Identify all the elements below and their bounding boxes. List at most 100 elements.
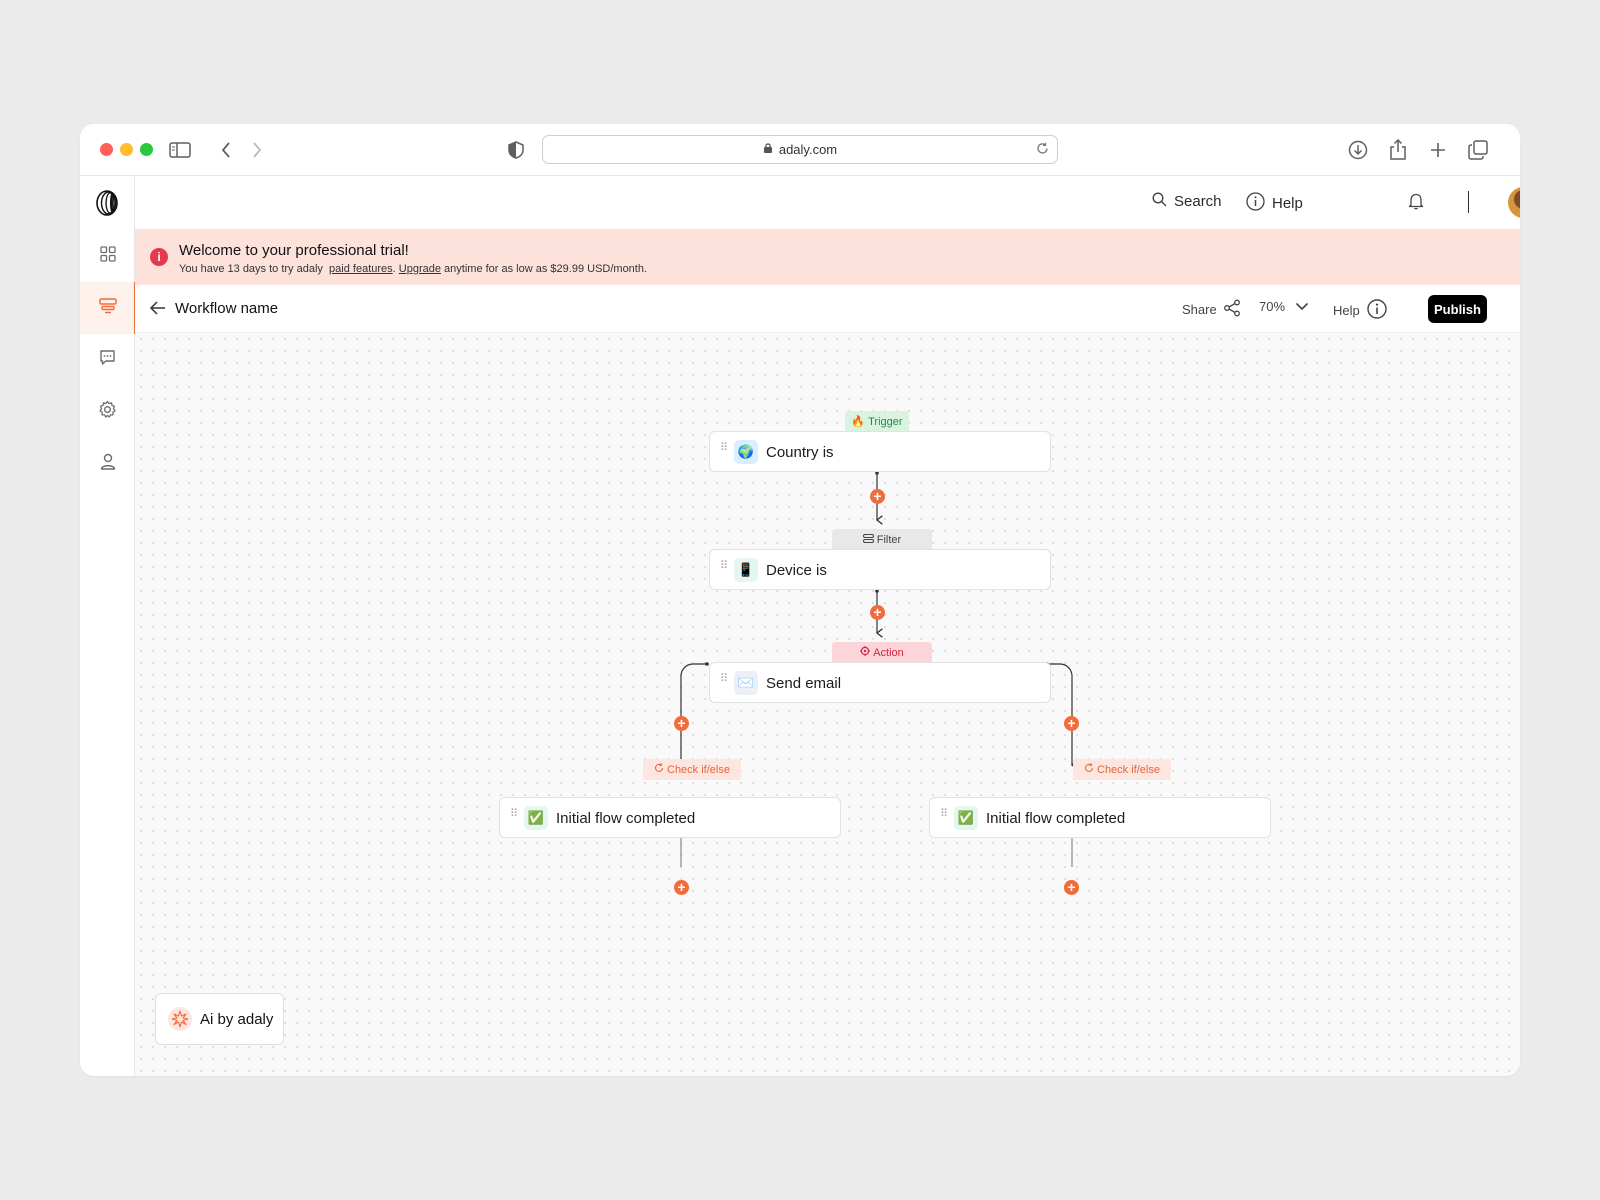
share-button[interactable]: Share xyxy=(1182,299,1241,320)
tabs-overview-icon[interactable] xyxy=(1466,138,1490,162)
drag-handle-icon[interactable]: ⠿ xyxy=(940,808,948,820)
filter-tag-label: Filter xyxy=(876,533,902,546)
ai-button-label: Ai by adaly xyxy=(200,1010,274,1028)
info-icon xyxy=(1367,299,1387,322)
checkmark-icon: ✅ xyxy=(954,806,978,830)
add-step-button[interactable]: + xyxy=(870,489,885,504)
add-step-button[interactable]: + xyxy=(674,716,689,731)
node-label: Initial flow completed xyxy=(986,810,1126,827)
zoom-select[interactable]: 70% xyxy=(1259,299,1309,314)
workflow-help-label: Help xyxy=(1333,303,1360,318)
drag-handle-icon[interactable]: ⠿ xyxy=(510,808,518,820)
adaly-logo[interactable] xyxy=(94,188,120,218)
avatar[interactable] xyxy=(1508,187,1520,218)
browser-toolbar: adaly.com xyxy=(80,124,1520,176)
help-label: Help xyxy=(1272,195,1303,212)
refresh-icon xyxy=(654,763,664,776)
zoom-value: 70% xyxy=(1259,299,1286,314)
add-step-button[interactable]: + xyxy=(1064,880,1079,895)
download-icon[interactable] xyxy=(1346,138,1370,162)
share-nodes-icon xyxy=(1223,299,1241,320)
address-bar[interactable]: adaly.com xyxy=(542,135,1058,164)
alert-icon: i xyxy=(150,248,168,266)
back-arrow-icon[interactable] xyxy=(149,300,167,321)
workflow-icon xyxy=(98,297,117,319)
workflow-title[interactable]: Workflow name xyxy=(175,300,279,317)
lock-icon xyxy=(763,142,773,157)
workflow-node-initial-flow-left[interactable]: ⠿ ✅ Initial flow completed xyxy=(499,797,841,838)
drag-handle-icon[interactable]: ⠿ xyxy=(720,560,728,572)
node-label: Device is xyxy=(766,562,827,579)
sidebar-item-workflows[interactable] xyxy=(80,282,136,334)
help-button[interactable]: Help xyxy=(1246,192,1303,215)
node-label: Initial flow completed xyxy=(556,810,696,827)
add-step-button[interactable]: + xyxy=(1064,716,1079,731)
shield-icon[interactable] xyxy=(504,138,528,162)
new-tab-icon[interactable] xyxy=(1426,138,1450,162)
chat-icon xyxy=(99,349,116,371)
chevron-down-icon xyxy=(1295,299,1309,314)
node-label: Send email xyxy=(766,675,842,692)
trial-banner: i Welcome to your professional trial! Yo… xyxy=(135,229,1520,285)
sidebar-item-dashboard[interactable] xyxy=(80,230,135,282)
sidebar xyxy=(80,176,136,1076)
paid-features-link[interactable]: paid features xyxy=(329,263,393,275)
share-label: Share xyxy=(1182,302,1217,317)
flame-icon: 🔥 xyxy=(851,416,866,428)
target-icon xyxy=(860,646,871,659)
notifications-button[interactable] xyxy=(1408,192,1424,214)
sidebar-item-messages[interactable] xyxy=(80,334,135,386)
check-tag-label: Check if/else xyxy=(667,763,730,776)
share-icon[interactable] xyxy=(1386,138,1410,162)
settings-icon xyxy=(98,400,117,424)
browser-window: adaly.com xyxy=(80,124,1520,1076)
reload-icon[interactable] xyxy=(1036,142,1049,158)
workflow-node-send-email[interactable]: ⠿ ✉️ Send email xyxy=(709,662,1051,703)
check-tag: Check if/else xyxy=(643,759,741,780)
banner-sub-separator: . xyxy=(392,263,396,275)
trigger-tag-label: Trigger xyxy=(868,415,903,428)
sidebar-toggle-icon[interactable] xyxy=(168,138,192,162)
forward-arrow-icon[interactable] xyxy=(245,138,269,162)
refresh-icon xyxy=(1084,763,1094,776)
close-window-button[interactable] xyxy=(100,143,113,156)
search-button[interactable]: Search xyxy=(1152,192,1222,211)
add-step-button[interactable]: + xyxy=(870,605,885,620)
bell-icon xyxy=(1408,192,1424,214)
publish-button[interactable]: Publish xyxy=(1428,295,1487,323)
header-divider xyxy=(1468,191,1469,213)
drag-handle-icon[interactable]: ⠿ xyxy=(720,673,728,685)
url-text: adaly.com xyxy=(778,142,838,157)
checkmark-icon: ✅ xyxy=(524,806,548,830)
banner-subtitle: You have 13 days to try adaly paid featu… xyxy=(179,263,647,275)
banner-sub-suffix: anytime for as low as $29.99 USD/month. xyxy=(444,263,648,275)
search-icon xyxy=(1152,192,1167,211)
banner-title: Welcome to your professional trial! xyxy=(179,242,409,259)
dashboard-icon xyxy=(99,245,116,267)
node-label: Country is xyxy=(766,444,834,461)
info-icon xyxy=(1246,192,1265,215)
filter-icon xyxy=(862,533,874,546)
check-tag-label: Check if/else xyxy=(1097,763,1160,776)
workflow-help-button[interactable]: Help xyxy=(1333,299,1387,322)
workflow-node-initial-flow-right[interactable]: ⠿ ✅ Initial flow completed xyxy=(929,797,1271,838)
back-arrow-icon[interactable] xyxy=(214,138,238,162)
drag-handle-icon[interactable]: ⠿ xyxy=(720,442,728,454)
maximize-window-button[interactable] xyxy=(140,143,153,156)
workflow-node-country[interactable]: ⠿ 🌍 Country is xyxy=(709,431,1051,472)
add-step-button[interactable]: + xyxy=(674,880,689,895)
minimize-window-button[interactable] xyxy=(120,143,133,156)
banner-sub-prefix: You have 13 days to try adaly xyxy=(179,263,323,275)
filter-tag: Filter xyxy=(832,529,932,550)
envelope-icon: ✉️ xyxy=(734,671,758,695)
workflow-canvas[interactable]: 🔥 Trigger ⠿ 🌍 Country is + Filter ⠿ 📱 De… xyxy=(135,333,1520,1076)
ai-assistant-button[interactable]: Ai by adaly xyxy=(155,993,284,1045)
sparkle-icon xyxy=(168,1007,192,1031)
workflow-header: Workflow name Share 70% Help Publish xyxy=(135,285,1520,333)
workflow-node-device[interactable]: ⠿ 📱 Device is xyxy=(709,549,1051,590)
check-tag: Check if/else xyxy=(1073,759,1171,780)
trigger-tag: 🔥 Trigger xyxy=(845,411,909,432)
sidebar-item-settings[interactable] xyxy=(80,386,135,438)
upgrade-link[interactable]: Upgrade xyxy=(398,263,441,275)
sidebar-item-profile[interactable] xyxy=(80,438,135,490)
